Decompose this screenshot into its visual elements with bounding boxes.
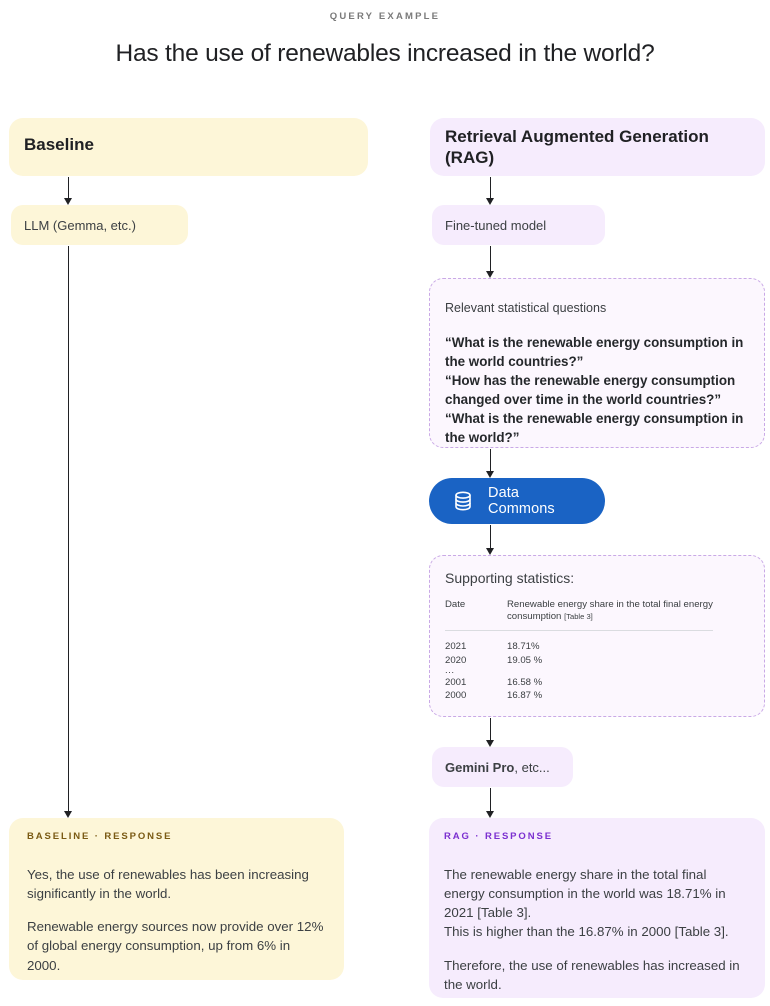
- supporting-statistics-title: Supporting statistics:: [445, 570, 575, 586]
- table-cell-date: 2001: [445, 676, 467, 688]
- table-reference: [Table 3]: [564, 612, 593, 622]
- table-cell-value: 18.71%: [507, 640, 540, 652]
- table-cell-value: 19.05 %: [507, 654, 543, 666]
- table-column-value: Renewable energy share in the total fina…: [507, 599, 745, 624]
- relevant-questions-title: Relevant statistical questions: [445, 301, 607, 315]
- table-row: ...: [445, 665, 745, 677]
- rag-response-body: The renewable energy share in the total …: [444, 865, 750, 994]
- table-cell-date: 2021: [445, 640, 467, 652]
- table-cell-date: 2000: [445, 690, 467, 702]
- baseline-header-panel: Baseline: [9, 118, 368, 176]
- table-row: 2021 18.71%: [445, 640, 745, 654]
- table-column-date: Date: [445, 599, 466, 610]
- baseline-llm-node: LLM (Gemma, etc.): [11, 205, 188, 245]
- relevant-question-item: “What is the renewable energy consumptio…: [445, 335, 744, 370]
- table-row: 2020 19.05 %: [445, 654, 745, 668]
- relevant-question-item: “What is the renewable energy consumptio…: [445, 411, 744, 446]
- arrow-baseline-to-llm: [62, 177, 75, 205]
- data-commons-button[interactable]: Data Commons: [429, 478, 605, 524]
- supporting-statistics-panel: Supporting statistics: Date Renewable en…: [429, 555, 765, 717]
- rag-title: Retrieval Augmented Generation (RAG): [445, 127, 709, 167]
- relevant-questions-panel: Relevant statistical questions “What is …: [429, 278, 765, 448]
- rag-header-panel: Retrieval Augmented Generation (RAG): [430, 118, 765, 176]
- page-title: Has the use of renewables increased in t…: [115, 40, 655, 67]
- arrow-llm-to-baseline-response: [62, 246, 75, 818]
- table-cell-date: 2020: [445, 654, 467, 666]
- table-header-row: Date Renewable energy share in the total…: [445, 599, 745, 624]
- table-row: 2001 16.58 %: [445, 676, 745, 690]
- table-cell-value: 16.87 %: [507, 690, 543, 702]
- relevant-questions-list: “What is the renewable energy consumptio…: [445, 333, 750, 447]
- baseline-response-paragraph: Renewable energy sources now provide ove…: [27, 919, 324, 973]
- arrow-finetuned-to-questions: [484, 246, 497, 278]
- arrow-generator-to-rag-response: [484, 788, 497, 818]
- arrow-stats-to-generator: [484, 718, 497, 747]
- rag-finetuned-node: Fine-tuned model: [432, 205, 605, 245]
- arrow-questions-to-data-commons: [484, 449, 497, 478]
- data-commons-label: Data Commons: [488, 485, 555, 517]
- baseline-llm-label: LLM (Gemma, etc.): [24, 218, 136, 233]
- rag-response-paragraph: The renewable energy share in the total …: [444, 867, 729, 940]
- table-cell-value: 16.58 %: [507, 676, 543, 688]
- rag-generator-node: Gemini Pro, etc...: [432, 747, 573, 787]
- relevant-question-item: “How has the renewable energy consumptio…: [445, 373, 736, 408]
- baseline-response-kicker: BASELINE · RESPONSE: [27, 831, 173, 842]
- baseline-response-paragraph: Yes, the use of renewables has been incr…: [27, 867, 309, 902]
- table-cell-value: [507, 667, 745, 676]
- rag-finetuned-label: Fine-tuned model: [445, 218, 547, 233]
- arrow-rag-to-finetuned: [484, 177, 497, 205]
- table-cell-date: ...: [445, 665, 455, 677]
- database-icon: [451, 489, 475, 513]
- rag-generator-model: Gemini Pro: [445, 760, 515, 775]
- rag-generator-suffix: , etc...: [514, 760, 550, 775]
- table-divider: [445, 629, 713, 631]
- query-example-kicker: QUERY EXAMPLE: [329, 11, 441, 22]
- baseline-response-body: Yes, the use of renewables has been incr…: [27, 865, 327, 975]
- rag-generator-label: Gemini Pro, etc...: [445, 760, 550, 775]
- supporting-statistics-table: Date Renewable energy share in the total…: [445, 599, 745, 703]
- baseline-response-panel: BASELINE · RESPONSE Yes, the use of rene…: [9, 818, 344, 980]
- rag-response-panel: RAG · RESPONSE The renewable energy shar…: [429, 818, 765, 998]
- rag-response-kicker: RAG · RESPONSE: [444, 831, 553, 842]
- rag-response-paragraph: Therefore, the use of renewables has inc…: [444, 957, 740, 992]
- arrow-data-commons-to-stats: [484, 525, 497, 555]
- table-column-value-text: Renewable energy share in the total fina…: [507, 599, 713, 623]
- baseline-title: Baseline: [24, 135, 94, 154]
- table-row: 2000 16.87 %: [445, 689, 745, 703]
